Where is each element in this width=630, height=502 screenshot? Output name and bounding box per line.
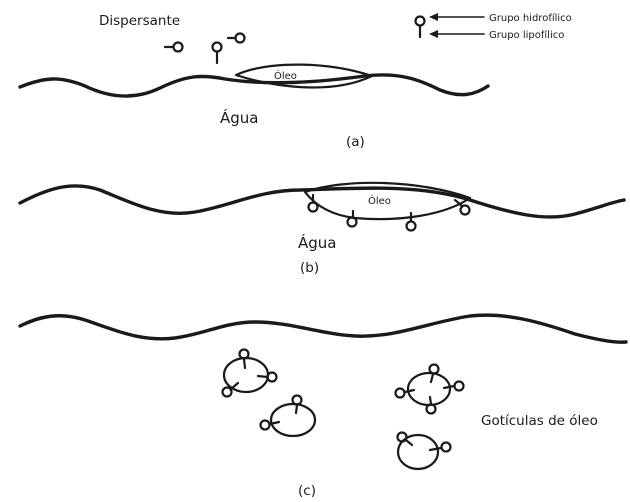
legend-arrow-hydrophilic (429, 13, 484, 21)
panel-c: Gotículas de óleo (c) (20, 315, 626, 499)
panel-label-b: (b) (300, 260, 319, 276)
oil-label-b: Óleo (368, 194, 391, 207)
water-surface-b (20, 186, 624, 217)
panel-b: Óleo Água (b) (20, 183, 624, 276)
water-surface-c (20, 315, 626, 342)
legend-arrow-lipophilic (429, 30, 484, 38)
dispersant-molecule-2 (213, 43, 222, 64)
oil-droplets-label: Gotículas de óleo (481, 413, 598, 429)
oil-droplet-2 (261, 396, 316, 437)
interface-molecule-2 (348, 211, 357, 227)
panel-label-a: (a) (346, 134, 365, 150)
dispersant-label: Dispersante (99, 13, 180, 29)
water-label-b: Água (298, 233, 336, 252)
legend: Dispersante Grupo hidrofílico Grupo (99, 12, 572, 63)
dispersant-molecule-3 (228, 34, 245, 43)
panel-label-c: (c) (298, 483, 316, 499)
water-label-a: Água (220, 108, 258, 127)
legend-molecule-icon (416, 17, 425, 38)
oil-droplet-3 (396, 365, 464, 414)
oil-label-a: Óleo (274, 69, 297, 82)
oil-droplet-1 (223, 350, 277, 397)
panel-a: Óleo Água (a) (20, 65, 488, 150)
oil-droplet-4 (398, 433, 451, 470)
dispersant-molecule-1 (165, 43, 183, 52)
interface-molecule-3 (407, 213, 416, 231)
hydrophilic-group-label: Grupo hidrofílico (489, 12, 572, 24)
lipophilic-group-label: Grupo lipofílico (489, 29, 564, 41)
water-surface-a (20, 75, 488, 96)
